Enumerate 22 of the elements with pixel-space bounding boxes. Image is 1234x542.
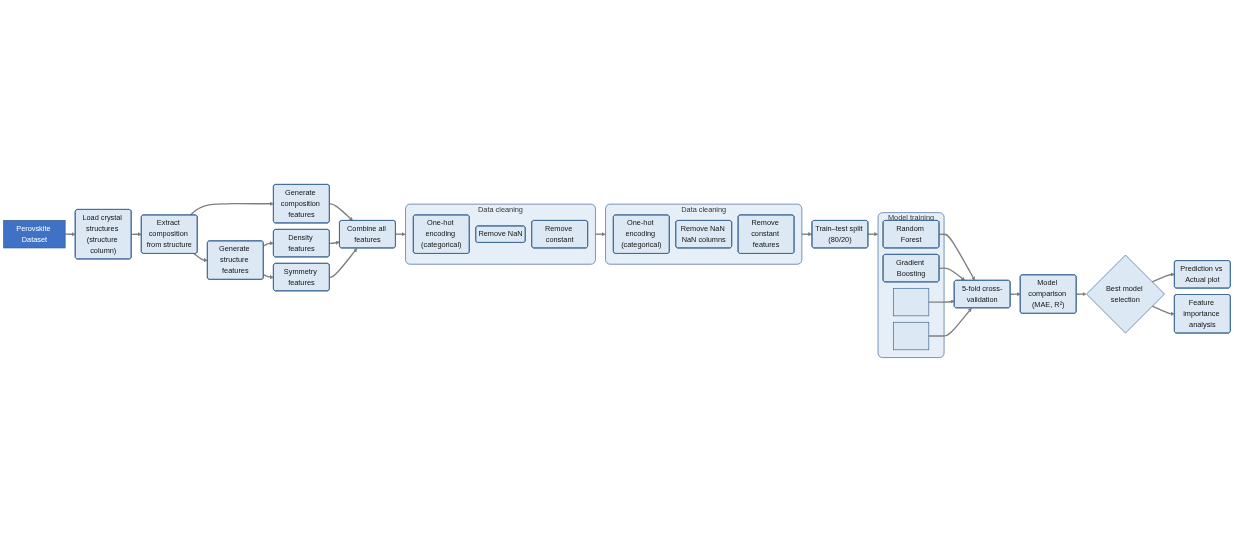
arrow (328, 203, 353, 221)
arrow (328, 248, 358, 278)
arrow (262, 274, 274, 280)
arrow (1151, 272, 1175, 283)
arrow (801, 232, 813, 237)
arrow (189, 201, 274, 216)
arrow (594, 232, 606, 237)
arrow (1151, 305, 1175, 316)
arrow (1009, 292, 1021, 297)
arrow (928, 299, 955, 304)
arrow (938, 267, 966, 281)
arrow (867, 232, 879, 237)
node-box (892, 287, 930, 317)
arrow (328, 240, 340, 245)
arrow (262, 241, 274, 247)
arrow (394, 232, 406, 237)
node-box (892, 321, 930, 351)
arrow (64, 232, 76, 237)
arrow (1075, 292, 1087, 297)
arrow (193, 253, 208, 263)
arrow (928, 307, 972, 337)
arrow (938, 233, 975, 281)
